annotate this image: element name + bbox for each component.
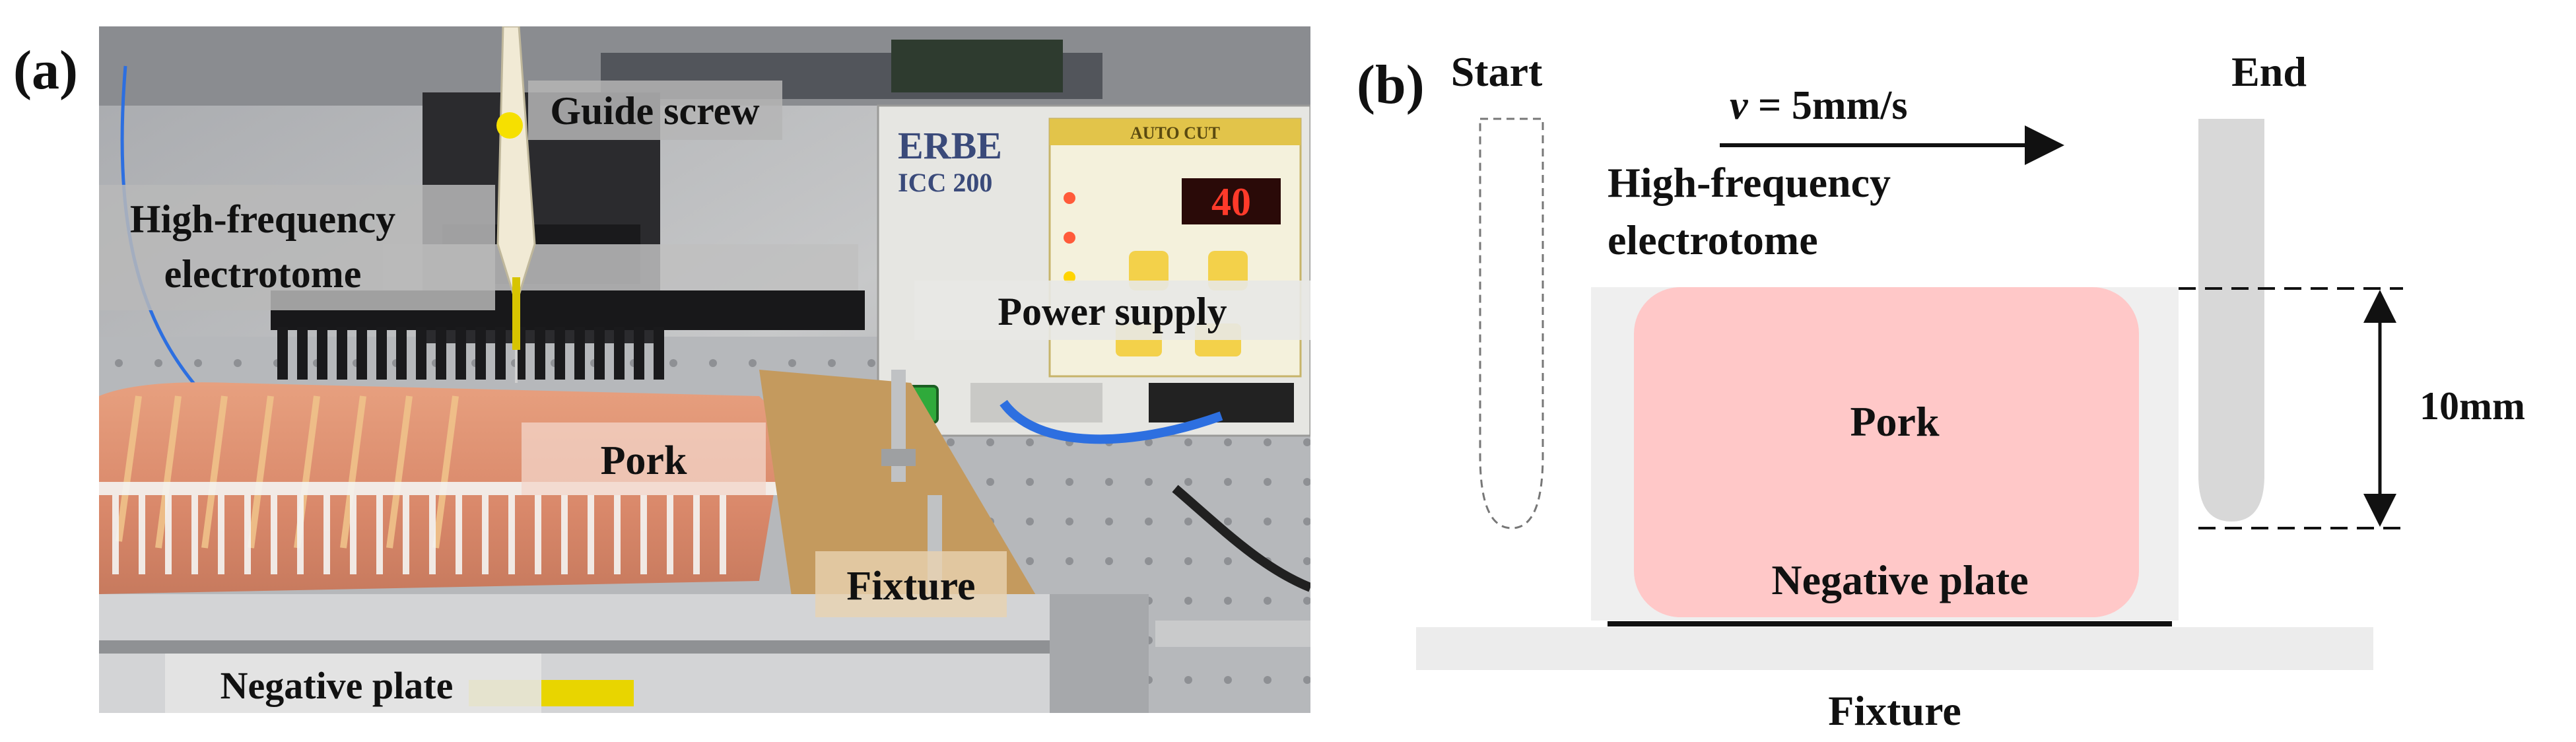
electrotome-label-line2: electrotome [1608,217,1818,263]
fixture-label: Fixture [1828,687,1961,733]
label-pork: Pork [522,422,766,495]
panel-b-label: (b) [1357,54,1425,116]
label-negative-plate: Negative plate [165,654,541,713]
velocity-label: v = 5mm/s [1730,83,1908,128]
schematic-diagram: Start End v = 5mm/s High-frequency elect… [1416,48,2525,733]
end-label: End [2231,48,2307,95]
pork-label: Pork [1850,398,1940,445]
end-electrode [2198,119,2264,522]
start-electrode-outline [1479,118,1544,529]
label-power-supply: Power supply [914,281,1310,340]
electrotome-pen [496,26,536,383]
panel-a-label: (a) [13,40,78,101]
label-electrotome: High-frequency electrotome [99,185,495,310]
svg-text:Negative plate: Negative plate [220,664,454,707]
velocity-symbol: v [1730,83,1749,128]
dimension-label: 10mm [2420,384,2525,428]
label-fixture: Fixture [815,551,1007,617]
device-model: ICC 200 [898,168,992,197]
experimental-setup-photo: AUTO CUT ERBE ICC 200 40 [99,26,1310,713]
svg-text:High-frequency: High-frequency [130,197,395,241]
svg-text:Fixture: Fixture [846,564,975,609]
pork-block [1634,287,2139,617]
electrotome-label-line1: High-frequency [1608,159,1891,206]
fixture-base [1416,627,2373,670]
velocity-value: = 5mm/s [1748,83,1908,128]
device-mode-label: AUTO CUT [1130,123,1220,143]
power-supply-device: AUTO CUT ERBE ICC 200 40 [877,104,1310,437]
svg-text:electrotome: electrotome [164,252,362,296]
negative-plate-label: Negative plate [1771,556,2028,603]
start-label: Start [1451,48,1543,95]
label-guide-screw: Guide screw [528,81,782,140]
svg-text:Pork: Pork [601,438,687,483]
device-display-value: 40 [1211,180,1251,224]
svg-text:Power supply: Power supply [998,290,1227,333]
svg-text:Guide screw: Guide screw [550,89,760,133]
device-brand: ERBE [898,124,1002,167]
